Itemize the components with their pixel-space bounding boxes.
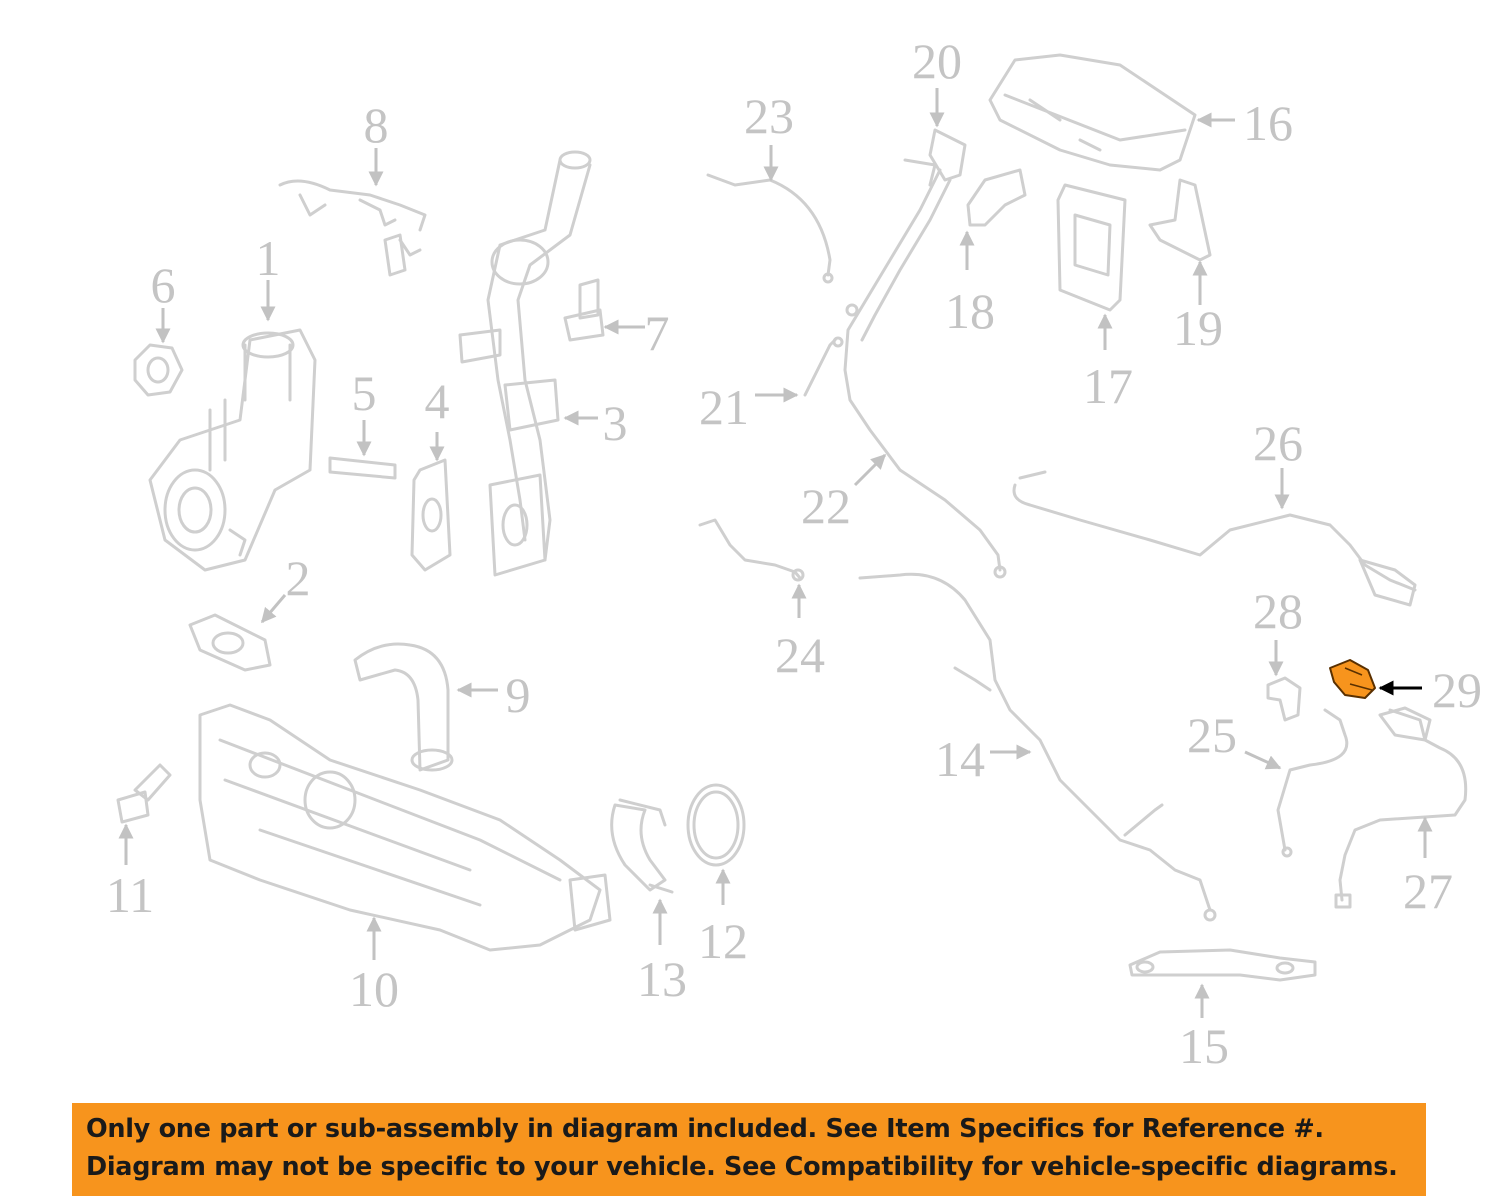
part-10-egr-cooler (198, 703, 612, 952)
part-18-bracket (966, 168, 1027, 227)
callout-8: 8 (364, 97, 389, 153)
part-15-bracket (1128, 948, 1317, 982)
part-14-harness (858, 572, 1217, 922)
part-25-sensor-wire (1276, 708, 1349, 858)
callout-6: 6 (151, 257, 176, 313)
callout-26: 26 (1253, 415, 1303, 471)
part-28-clip (1266, 676, 1302, 722)
callout-27: 27 (1403, 863, 1453, 919)
disclaimer-line-1: Only one part or sub-assembly in diagram… (86, 1114, 1324, 1144)
part-17-bracket (1056, 183, 1127, 312)
disclaimer-line-2: Diagram may not be specific to your vehi… (86, 1152, 1398, 1182)
part-6-nut (133, 343, 184, 397)
callout-3: 3 (603, 395, 628, 451)
part-20-bracket (903, 128, 967, 187)
callout-21: 21 (699, 379, 749, 435)
part-26-harness (1012, 470, 1417, 607)
callout-7: 7 (645, 305, 670, 361)
part-5-stud (328, 456, 397, 480)
callout-22: 22 (801, 478, 851, 534)
part-9-hose (353, 642, 454, 772)
part-22-harness (843, 168, 1007, 579)
callout-2: 2 (286, 550, 311, 606)
callout-11: 11 (106, 867, 154, 923)
callout-23: 23 (744, 88, 794, 144)
callout-20: 20 (912, 33, 962, 89)
callout-5: 5 (352, 365, 377, 421)
callout-13: 13 (637, 951, 687, 1007)
disclaimer-banner: Only one part or sub-assembly in diagram… (72, 1103, 1426, 1196)
callout-16: 16 (1243, 95, 1293, 151)
part-8-sensor (278, 179, 427, 277)
leader-lines (118, 88, 1433, 1018)
part-23-wire (706, 173, 834, 284)
callout-14: 14 (935, 731, 985, 787)
part-4-gasket (410, 458, 452, 572)
callout-9: 9 (506, 667, 531, 723)
part-24-sensor-wire (698, 518, 805, 582)
callout-18: 18 (945, 283, 995, 339)
callout-28: 28 (1253, 583, 1303, 639)
part-2-gasket (188, 613, 272, 672)
callout-12: 12 (698, 913, 748, 969)
callout-1: 1 (256, 230, 281, 286)
callout-10: 10 (349, 961, 399, 1017)
part-7-bolt (563, 278, 605, 342)
part-19-bracket (1148, 178, 1212, 262)
part-16-control-module (988, 53, 1197, 172)
part-29-highlighted (1329, 659, 1376, 699)
callout-15: 15 (1179, 1018, 1229, 1074)
part-13-clamp (610, 798, 674, 894)
part-3-egr-pipe (458, 150, 592, 577)
part-21-sensor (803, 336, 844, 397)
callout-29: 29 (1432, 662, 1482, 718)
callout-17: 17 (1083, 358, 1133, 414)
callout-25: 25 (1187, 707, 1237, 763)
part-1-water-pump (148, 328, 317, 572)
callout-4: 4 (425, 373, 450, 429)
callout-19: 19 (1173, 300, 1223, 356)
callout-labels: 1 2 3 4 5 6 7 8 9 10 11 12 13 14 15 16 1… (106, 33, 1482, 1074)
part-27-sensor-wire (1334, 706, 1468, 909)
part-11-bolt (116, 763, 172, 824)
part-12-ring (686, 783, 746, 867)
callout-24: 24 (775, 627, 825, 683)
parts-diagram: 1 2 3 4 5 6 7 8 9 10 11 12 13 14 15 16 1… (106, 33, 1482, 1074)
